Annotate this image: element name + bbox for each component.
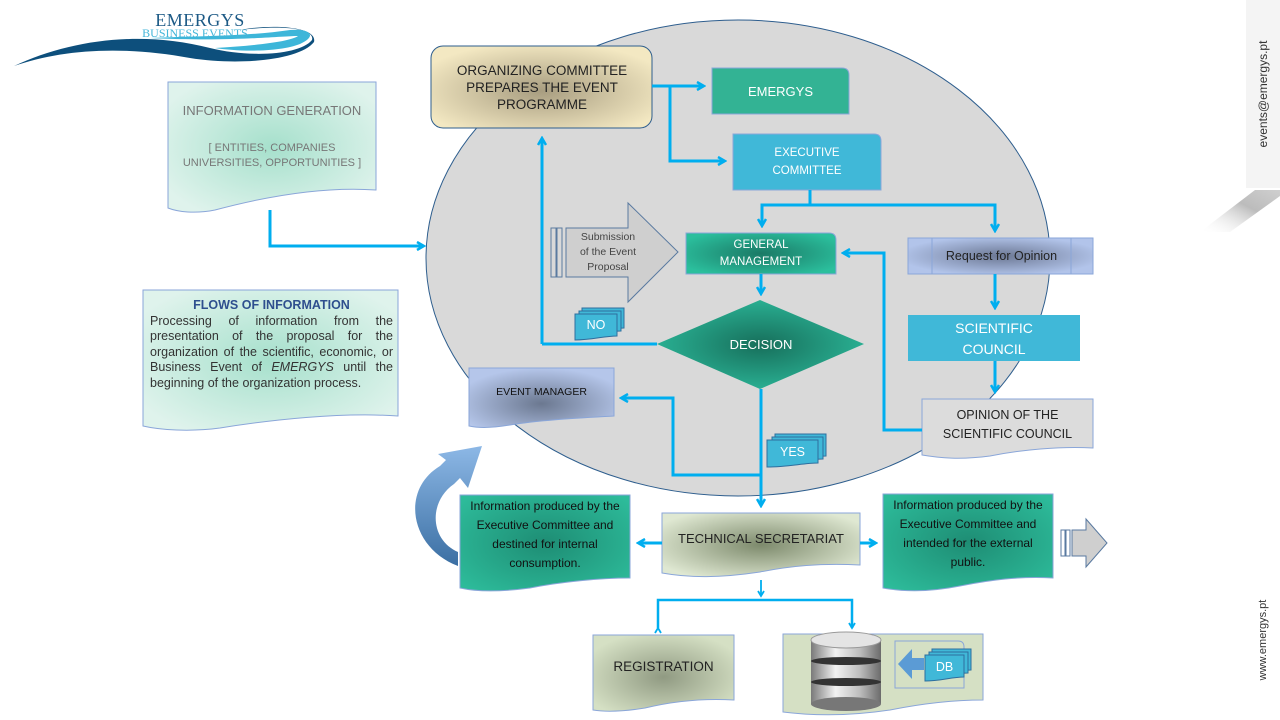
organizing-committee-label: ORGANIZING COMMITTEE PREPARES THE EVENT …: [456, 62, 628, 112]
registration-label: REGISTRATION: [613, 658, 714, 674]
flows-info-text: FLOWS OF INFORMATION Processing of infor…: [150, 298, 393, 391]
executive-committee-line2: COMMITTEE: [772, 165, 842, 177]
opinion-label: OPINION OF THE SCIENTIFIC COUNCIL: [922, 406, 1093, 444]
opinion-shape: [921, 398, 1094, 459]
logo-subtitle: BUSINESS EVENTS: [142, 26, 248, 40]
db-left-arrow-icon: [898, 649, 924, 679]
executive-committee-label: EXECUTIVE COMMITTEE: [733, 144, 881, 180]
external-info-label: Information produced by the Executive Co…: [893, 498, 1043, 569]
technical-secretariat-shape: [661, 512, 861, 578]
info-generation-line1: [ ENTITIES, COMPANIES: [208, 142, 336, 154]
internal-info-shape: [459, 494, 631, 592]
executive-committee-shape: [732, 133, 882, 191]
flows-info-title: FLOWS OF INFORMATION: [193, 298, 350, 312]
database-icon: [810, 631, 882, 711]
website-link[interactable]: www.emergys.pt: [1257, 599, 1269, 681]
info-generation-shape: [167, 81, 377, 213]
submission-arrow-shape: [550, 201, 679, 304]
registration-shape: [592, 634, 735, 712]
request-for-opinion-shape: [907, 237, 1094, 275]
request-for-opinion-label: Request for Opinion: [945, 249, 1058, 263]
arrow-opinion-to-gm: [843, 253, 922, 432]
decision-shape: [657, 300, 864, 389]
flows-info-body-1: Processing of information from the prese…: [150, 313, 393, 375]
logo-swoosh-icon: [14, 26, 315, 66]
side-shadow: [1200, 190, 1280, 232]
db-badge-shape: [924, 648, 972, 682]
no-badge-shape: [574, 307, 625, 341]
submission-label: Submission of the Event Proposal: [566, 230, 650, 275]
event-manager-shape: [468, 367, 615, 428]
arrow-info-to-ellipse: [268, 210, 424, 246]
technical-secretariat-label: TECHNICAL SECRETARIAT: [678, 530, 844, 546]
general-management-line1: GENERAL: [733, 239, 789, 251]
submission-line2: of the Event: [579, 246, 637, 258]
curved-arrow-icon: [415, 446, 482, 566]
arrow-exec-split: [762, 190, 812, 226]
email-link[interactable]: events@emergys.pt: [1256, 40, 1270, 148]
arrow-org-to-exec: [668, 86, 725, 161]
flows-info-body-emph: EMERGYS: [271, 360, 334, 374]
general-management-shape: [685, 232, 837, 275]
db-label: DB: [935, 660, 954, 674]
side-email-panel: events@emergys.pt: [1246, 0, 1280, 188]
scientific-council-label: SCIENTIFIC COUNCIL: [908, 318, 1080, 360]
logo-title: EMERGYS: [155, 10, 245, 30]
arrow-exec-to-request: [810, 203, 995, 231]
info-generation-line2: UNIVERSITIES, OPPORTUNITIES ]: [182, 157, 362, 169]
opinion-line1: OPINION OF THE: [956, 408, 1059, 422]
flows-info-body-2: until the beginning of the organization …: [150, 360, 393, 390]
emergys-label: EMERGYS: [747, 83, 813, 99]
scientific-council-line2: COUNCIL: [962, 341, 1026, 357]
executive-committee-line1: EXECUTIVE: [774, 147, 840, 159]
scientific-council-shape: [908, 315, 1080, 361]
submission-line1: Submission: [580, 231, 636, 243]
event-manager-label: EVENT MANAGER: [496, 386, 587, 398]
no-label: NO: [586, 318, 606, 332]
emergys-shape: [711, 67, 850, 115]
internal-info-label: Information produced by the Executive Co…: [470, 499, 620, 570]
connectors: [268, 86, 995, 634]
external-arrow-icon: [1060, 517, 1108, 569]
external-info-shape: [882, 493, 1054, 592]
scientific-council-line1: SCIENTIFIC: [955, 320, 1033, 336]
flows-info-shape: [142, 289, 399, 431]
decision-label: DECISION: [729, 336, 793, 352]
yes-label: YES: [779, 445, 805, 459]
opinion-line2: SCIENTIFIC COUNCIL: [942, 427, 1073, 441]
arrow-ts-down-split: [654, 598, 856, 634]
yes-badge-shape: [766, 433, 827, 468]
submission-line3: Proposal: [587, 261, 629, 273]
info-generation-title: INFORMATION GENERATION: [182, 102, 362, 118]
general-management-label: GENERAL MANAGEMENT: [686, 237, 836, 271]
general-management-line2: MANAGEMENT: [719, 256, 803, 268]
side-website-panel: www.emergys.pt: [1246, 580, 1280, 700]
